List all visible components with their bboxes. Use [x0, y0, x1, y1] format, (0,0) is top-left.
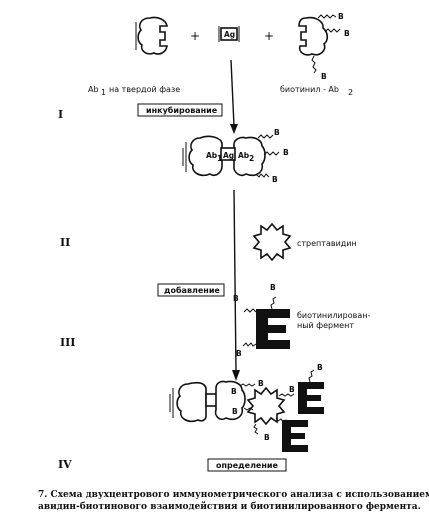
antigen-box: Ag — [218, 26, 240, 42]
ab1-solid-phase-antibody — [135, 16, 168, 55]
plus-sign: + — [264, 29, 274, 43]
process-arrow — [232, 189, 240, 381]
ab2-subscript: 2 — [348, 88, 353, 97]
streptavidin-label: стрептавидин — [297, 239, 357, 248]
biotin-label: B — [317, 363, 323, 372]
enzyme-label-line2: ный фермент — [297, 321, 354, 330]
incubation-box — [137, 103, 223, 117]
incubation-label: инкубирование — [146, 105, 218, 115]
complex-ab1-label: Ab — [206, 151, 218, 160]
detection-box — [207, 458, 287, 472]
biotin-label: B — [321, 72, 327, 81]
complex-ab2-subscript: 2 — [249, 154, 254, 163]
sandwich-complex: Ab 1 Ag Ab 2 — [182, 134, 280, 178]
complex-ab1-subscript: 1 — [217, 154, 222, 163]
caption-line1: 7. Схема двухцентрового иммунометрическо… — [38, 490, 429, 500]
ab1-subscript: 1 — [101, 88, 106, 97]
complex-ab2-label: Ab — [238, 151, 250, 160]
caption-line2: авидин-биотинового взаимодействия и биот… — [38, 501, 421, 512]
biotin-label: B — [344, 29, 350, 38]
enzyme-label-line1: биотинилирован- — [297, 311, 370, 320]
biotinyl-ab2-antibody — [298, 14, 341, 74]
biotin-label: B — [289, 385, 295, 394]
step-iv-label: IV — [58, 458, 72, 471]
biotin-label: B — [338, 12, 344, 21]
biotin-label: B — [236, 349, 242, 358]
step-iii-label: III — [60, 336, 75, 349]
biotinylated-enzyme — [242, 296, 290, 349]
antigen-label: Ag — [224, 30, 235, 39]
ab1-label: Ab — [88, 85, 99, 94]
biotin-label: B — [272, 175, 278, 184]
biotin-label: B — [233, 294, 239, 303]
biotinyl-label: биотинил - Ab — [280, 85, 339, 94]
plus-sign: + — [190, 29, 200, 43]
addition-box — [157, 283, 225, 297]
biotin-label: B — [231, 387, 237, 396]
step-ii-label: II — [60, 236, 70, 249]
biotin-label: B — [264, 433, 270, 442]
final-complex — [169, 369, 324, 452]
solid-phase-label: на твердой фазе — [109, 85, 180, 94]
streptavidin-shape — [252, 222, 292, 262]
detection-label: определение — [216, 461, 278, 470]
complex-ag-label: Ag — [223, 151, 234, 160]
ab1-solid-phase-label: Ab 1 на твердой фазе — [88, 85, 180, 97]
biotin-label: B — [258, 379, 264, 388]
biotinyl-ab2-label: биотинил - Ab 2 — [280, 85, 353, 97]
step-i-label: I — [58, 108, 63, 121]
biotin-label: B — [283, 148, 289, 157]
biotin-label: B — [232, 407, 238, 416]
biotin-label: B — [270, 283, 276, 292]
biotin-label: B — [274, 128, 280, 137]
process-arrow — [230, 59, 238, 134]
addition-label: добавление — [164, 285, 220, 295]
